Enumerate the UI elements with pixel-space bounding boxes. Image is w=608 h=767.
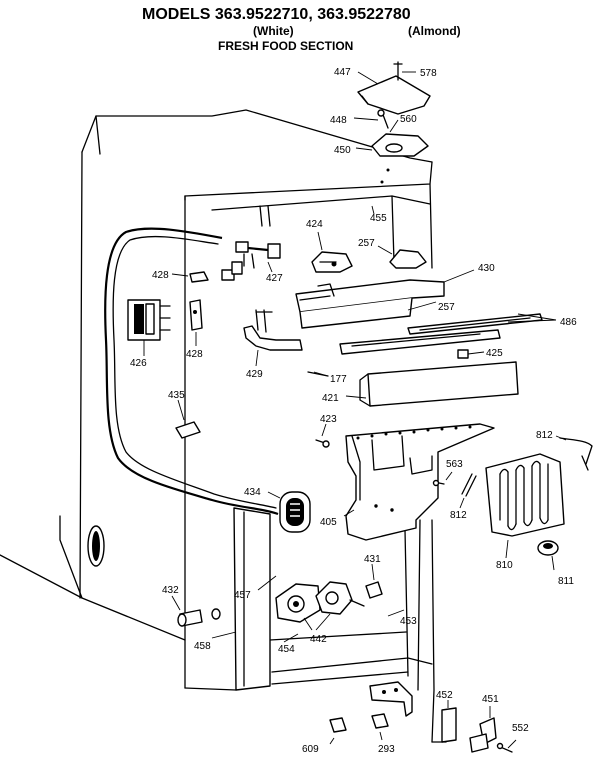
label-812-top: 812	[536, 430, 553, 441]
part-448-screw	[353, 109, 389, 129]
label-421: 421	[322, 393, 339, 404]
part-552-screw	[496, 739, 517, 753]
part-447-cover	[357, 71, 431, 115]
part-425-strip	[339, 329, 501, 359]
part-405-cover	[343, 423, 495, 541]
label-432: 432	[162, 585, 179, 596]
part-811-thermostat	[537, 540, 559, 571]
part-421-shield	[345, 361, 519, 407]
part-609-clip	[329, 717, 347, 745]
label-455: 455	[370, 213, 387, 224]
label-435: 435	[168, 390, 185, 401]
label-442: 442	[310, 634, 327, 645]
label-423: 423	[320, 414, 337, 425]
cabinet-outline	[0, 109, 435, 743]
label-451: 451	[482, 694, 499, 705]
label-448: 448	[330, 115, 347, 126]
part-434-control	[267, 491, 311, 533]
part-454-panel	[283, 633, 299, 643]
diagram-title: MODELS 363.9522710, 363.9522780	[142, 6, 411, 23]
label-811: 811	[558, 576, 574, 587]
label-431: 431	[364, 554, 381, 565]
label-453: 453	[400, 616, 417, 627]
label-177: 177	[330, 374, 347, 385]
label-447: 447	[334, 67, 351, 78]
label-563: 563	[446, 459, 463, 470]
white-model-note: (White)	[253, 24, 294, 38]
section-title: FRESH FOOD SECTION	[218, 39, 354, 53]
part-257-control	[377, 245, 427, 269]
label-405: 405	[320, 517, 337, 528]
label-560: 560	[400, 114, 417, 125]
label-552: 552	[512, 723, 529, 734]
label-293: 293	[378, 744, 395, 755]
part-812-wire-upper	[555, 435, 593, 471]
label-424: 424	[306, 219, 323, 230]
part-563-screw	[432, 471, 453, 487]
label-450: 450	[334, 145, 351, 156]
label-609: 609	[302, 744, 319, 755]
part-427-connector	[221, 241, 281, 281]
label-434: 434	[244, 487, 261, 498]
part-424-control	[311, 231, 353, 273]
part-457-panel	[233, 507, 277, 691]
part-428-terminal-top	[171, 271, 209, 283]
label-430: 430	[478, 263, 495, 274]
part-labels: 578 447 448 560 450 455 424 257 430 428 …	[130, 67, 577, 755]
label-812-bottom: 812	[450, 510, 467, 521]
part-442-damper	[275, 581, 365, 631]
part-451-hinge	[469, 706, 497, 753]
part-431-knob	[365, 563, 383, 599]
part-432-socket	[171, 595, 221, 627]
label-425: 425	[486, 348, 503, 359]
part-177-screw	[307, 371, 329, 377]
label-429: 429	[246, 369, 263, 380]
label-428-bottom: 428	[186, 349, 203, 360]
part-429-bracket	[243, 309, 303, 367]
label-426: 426	[130, 358, 147, 369]
part-435-clip	[175, 399, 201, 439]
part-450-mount	[355, 119, 429, 184]
almond-model-note: (Almond)	[408, 24, 461, 38]
part-293-clip	[371, 713, 389, 741]
part-428-terminal-bottom	[189, 299, 203, 346]
label-428-top: 428	[152, 270, 169, 281]
part-810-heater	[485, 453, 565, 559]
label-257-top: 257	[358, 238, 375, 249]
part-458-panel	[211, 631, 237, 639]
part-423-fastener	[315, 423, 330, 448]
part-452-bracket	[431, 700, 457, 743]
leader-455	[371, 205, 375, 215]
label-458: 458	[194, 641, 211, 652]
label-452: 452	[436, 690, 453, 701]
part-453-panel	[387, 609, 405, 617]
lower-hardware	[369, 681, 413, 717]
part-812-wire-lower	[459, 473, 477, 509]
part-257-second	[407, 301, 437, 311]
part-578-screw	[393, 61, 416, 81]
part-486-strip	[407, 313, 557, 335]
label-578: 578	[420, 68, 437, 79]
part-426-switch	[127, 299, 171, 356]
label-454: 454	[278, 644, 295, 655]
label-486: 486	[560, 317, 577, 328]
wire-harness	[104, 227, 279, 516]
label-457: 457	[234, 590, 251, 601]
label-427: 427	[266, 273, 283, 284]
label-810: 810	[496, 560, 513, 571]
label-257-bottom: 257	[438, 302, 455, 313]
part-430-bracket	[295, 269, 475, 329]
